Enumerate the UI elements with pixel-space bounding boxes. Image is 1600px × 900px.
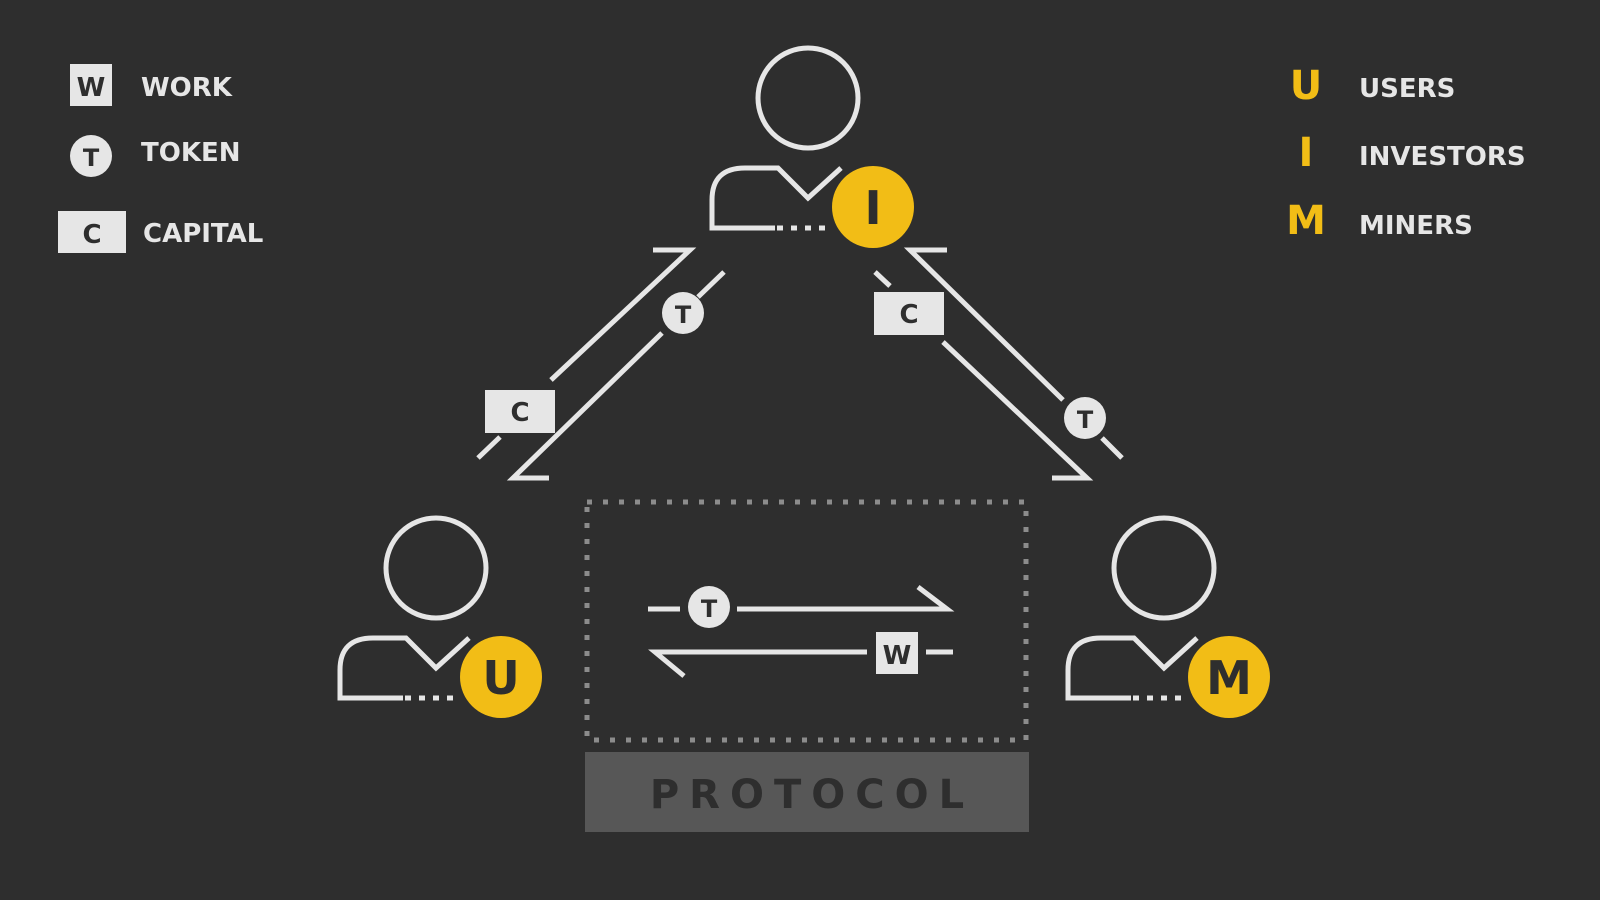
investor-user-flow: C T: [476, 247, 726, 481]
protocol-box: [585, 752, 1029, 832]
legend-label-investors: INVESTORS: [1359, 142, 1526, 172]
miner-body-icon: [1065, 635, 1199, 701]
right-token-arrow-icon: [903, 247, 1065, 402]
capital-chip-icon: [58, 211, 126, 253]
right-capital-chip-letter: C: [899, 300, 918, 330]
token-coin-letter: T: [83, 144, 100, 172]
right-token-coin-letter: T: [1077, 406, 1094, 434]
left-token-coin: [662, 292, 704, 334]
legend-item-token: T TOKEN: [70, 135, 241, 177]
legend-label-miners: MINERS: [1359, 211, 1473, 241]
legend-label-capital: CAPITAL: [143, 219, 263, 249]
legend-right: U USERS I INVESTORS M MINERS: [1286, 63, 1526, 244]
user-head-icon: [383, 515, 489, 621]
investor-node: I: [709, 45, 914, 248]
miner-head-icon: [1111, 515, 1217, 621]
investor-badge-icon: [832, 166, 914, 248]
legend-letter-investors: I: [1299, 130, 1314, 176]
right-token-coin: [1064, 397, 1106, 439]
protocol-work-arrow-icon: [648, 649, 867, 678]
protocol-token-arrow-icon: [737, 585, 955, 612]
investor-miner-flow: T C: [873, 247, 1124, 481]
token-coin-icon: [70, 135, 112, 177]
legend-label-token: TOKEN: [141, 138, 241, 168]
user-badge-icon: [460, 636, 542, 718]
investor-body-icon: [709, 165, 843, 231]
legend-letter-miners: M: [1286, 198, 1326, 244]
miner-badge-letter: M: [1206, 651, 1252, 705]
legend-letter-users: U: [1290, 63, 1322, 109]
token-arrow-tail: [696, 270, 726, 299]
protocol-token-coin-letter: T: [701, 595, 718, 623]
left-token-coin-letter: T: [675, 301, 692, 329]
protocol-token-coin: [688, 586, 730, 628]
investor-badge-letter: I: [864, 181, 881, 235]
work-chip-icon: [70, 64, 112, 106]
legend-left: W WORK T TOKEN C CAPITAL: [58, 64, 263, 253]
right-capital-arrow-icon: [941, 340, 1094, 481]
legend-item-capital: C CAPITAL: [58, 211, 263, 253]
protocol-zone: T W PROTOCOL: [584, 499, 1029, 832]
capital-arrow-tail: [476, 435, 502, 460]
work-chip-letter: W: [77, 73, 106, 103]
right-token-arrow-tail: [1100, 436, 1124, 460]
protocol-work-chip-letter: W: [883, 641, 912, 671]
user-badge-letter: U: [482, 651, 519, 705]
right-capital-arrow-tail: [873, 270, 892, 288]
miner-node: M: [1065, 515, 1270, 718]
user-body-icon: [337, 635, 471, 701]
capital-chip-letter: C: [82, 220, 101, 250]
protocol-work-chip: [876, 632, 918, 674]
left-capital-chip-letter: C: [510, 398, 529, 428]
capital-arrow-icon: [549, 247, 697, 382]
investor-head-icon: [755, 45, 861, 151]
user-node: U: [337, 515, 542, 718]
legend-label-users: USERS: [1359, 74, 1455, 104]
legend-item-work: W WORK: [70, 64, 233, 106]
right-capital-chip: [874, 292, 944, 335]
left-capital-chip: [485, 390, 555, 433]
token-arrow-icon: [506, 331, 664, 481]
legend-label-work: WORK: [141, 73, 233, 103]
protocol-dotted-border: [584, 499, 1029, 743]
protocol-label: PROTOCOL: [650, 772, 974, 818]
miner-badge-icon: [1188, 636, 1270, 718]
